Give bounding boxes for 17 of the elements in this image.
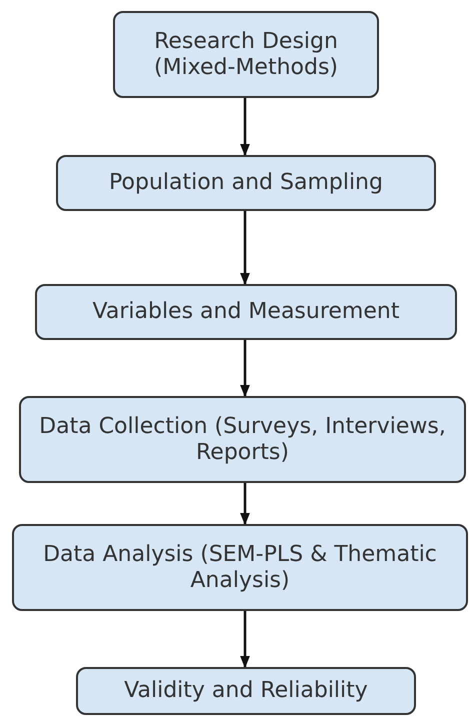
box-label: Variables and Measurement <box>92 299 400 325</box>
process-box <box>56 155 436 211</box>
arrow <box>240 211 250 286</box>
process-box <box>19 396 466 483</box>
process-box <box>35 284 457 340</box>
arrow <box>240 98 250 156</box>
box-label: Validity and Reliability <box>124 678 368 704</box>
arrow <box>240 340 250 398</box>
box-label: Research Design (Mixed-Methods) <box>152 28 339 80</box>
box-label: Data Collection (Surveys, Interviews, Reports) <box>38 414 447 466</box>
process-box <box>76 667 416 715</box>
box-label: Data Analysis (SEM-PLS & Thematic Analysis) <box>42 542 438 594</box>
arrow <box>240 611 250 668</box>
arrow <box>240 483 250 526</box>
box-label: Population and Sampling <box>109 170 383 196</box>
process-box <box>12 524 468 611</box>
process-box <box>113 11 379 98</box>
